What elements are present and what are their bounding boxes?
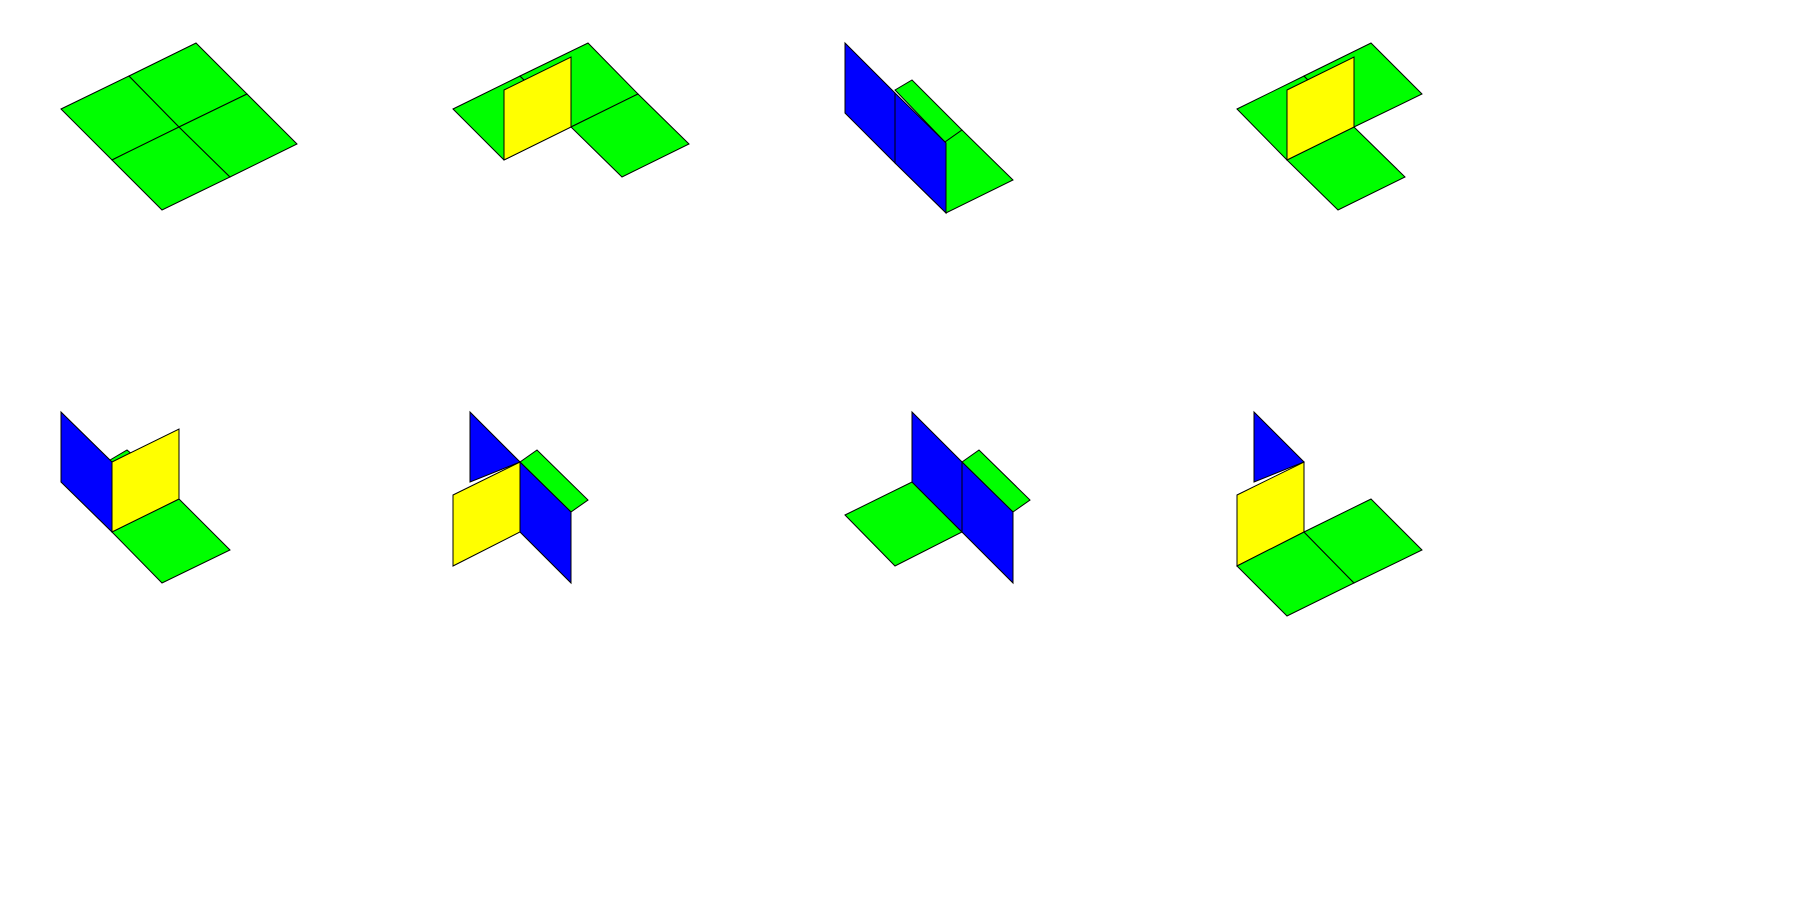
figure-5-blue-face-3: [60, 410, 113, 534]
figure-2: [452, 42, 690, 178]
figure-8: [1236, 410, 1423, 617]
figure-2-yellow-face-4: [503, 56, 572, 161]
figure-8-blue-face-1: [1253, 410, 1305, 483]
figure-3: [844, 41, 1014, 215]
figure-6-yellow-face-3: [452, 461, 521, 567]
figure-1-green-face-4: [178, 93, 298, 178]
figure-3-blue-face-3: [844, 41, 896, 165]
figure-2-green-face-3: [570, 93, 690, 178]
figure-3-green-face-2: [944, 129, 1014, 214]
figure-7: [844, 410, 1031, 585]
figure-6-blue-face-2: [469, 410, 521, 483]
figure-5: [60, 410, 231, 584]
figure-1: [60, 42, 298, 211]
figure-8-green-face-4: [1303, 498, 1423, 584]
figure-4: [1236, 42, 1423, 211]
figure-4-yellow-face-4: [1286, 56, 1355, 161]
figure-5-yellow-face-4: [111, 428, 180, 533]
figure-6-blue-face-4: [519, 460, 572, 585]
figure-7-blue-face-4: [961, 460, 1014, 585]
figure-3-blue-face-4: [894, 91, 947, 215]
figure-6: [452, 410, 589, 585]
